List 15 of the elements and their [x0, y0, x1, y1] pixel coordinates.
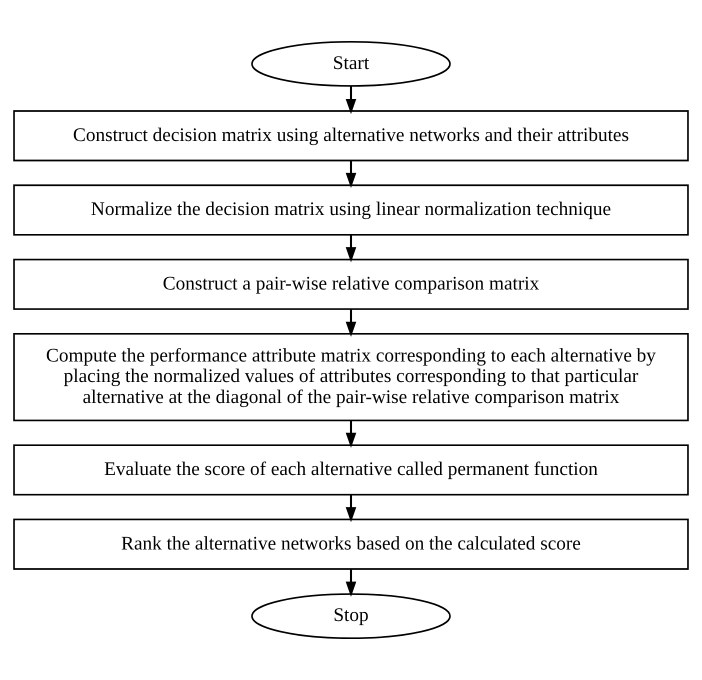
node-box: Evaluate the score of each alternative called permanent function: [13, 444, 689, 496]
node-box: Construct a pair-wise relative comparison matrix: [13, 258, 689, 310]
node-box: Normalize the decision matrix using linear normalization technique: [13, 184, 689, 236]
node-ellipse: Stop: [251, 593, 451, 639]
arrow: [346, 234, 356, 262]
arrow: [346, 160, 356, 188]
arrow: [346, 420, 356, 448]
arrow: [346, 309, 356, 337]
node-box: Construct decision matrix using alternative networks and their attributes: [13, 110, 689, 162]
node-ellipse: Start: [251, 41, 451, 87]
arrow: [346, 86, 356, 114]
arrow: [346, 569, 356, 597]
arrow: [346, 494, 356, 522]
node-box: Compute the performance attribute matrix corresponding to each alternative by placing the normalized values of attributes corresponding to that particular alternative at the diagonal of the pair-wise relative comparison matrix: [13, 332, 689, 422]
node-box: Rank the alternative networks based on the calculated score: [13, 518, 689, 570]
